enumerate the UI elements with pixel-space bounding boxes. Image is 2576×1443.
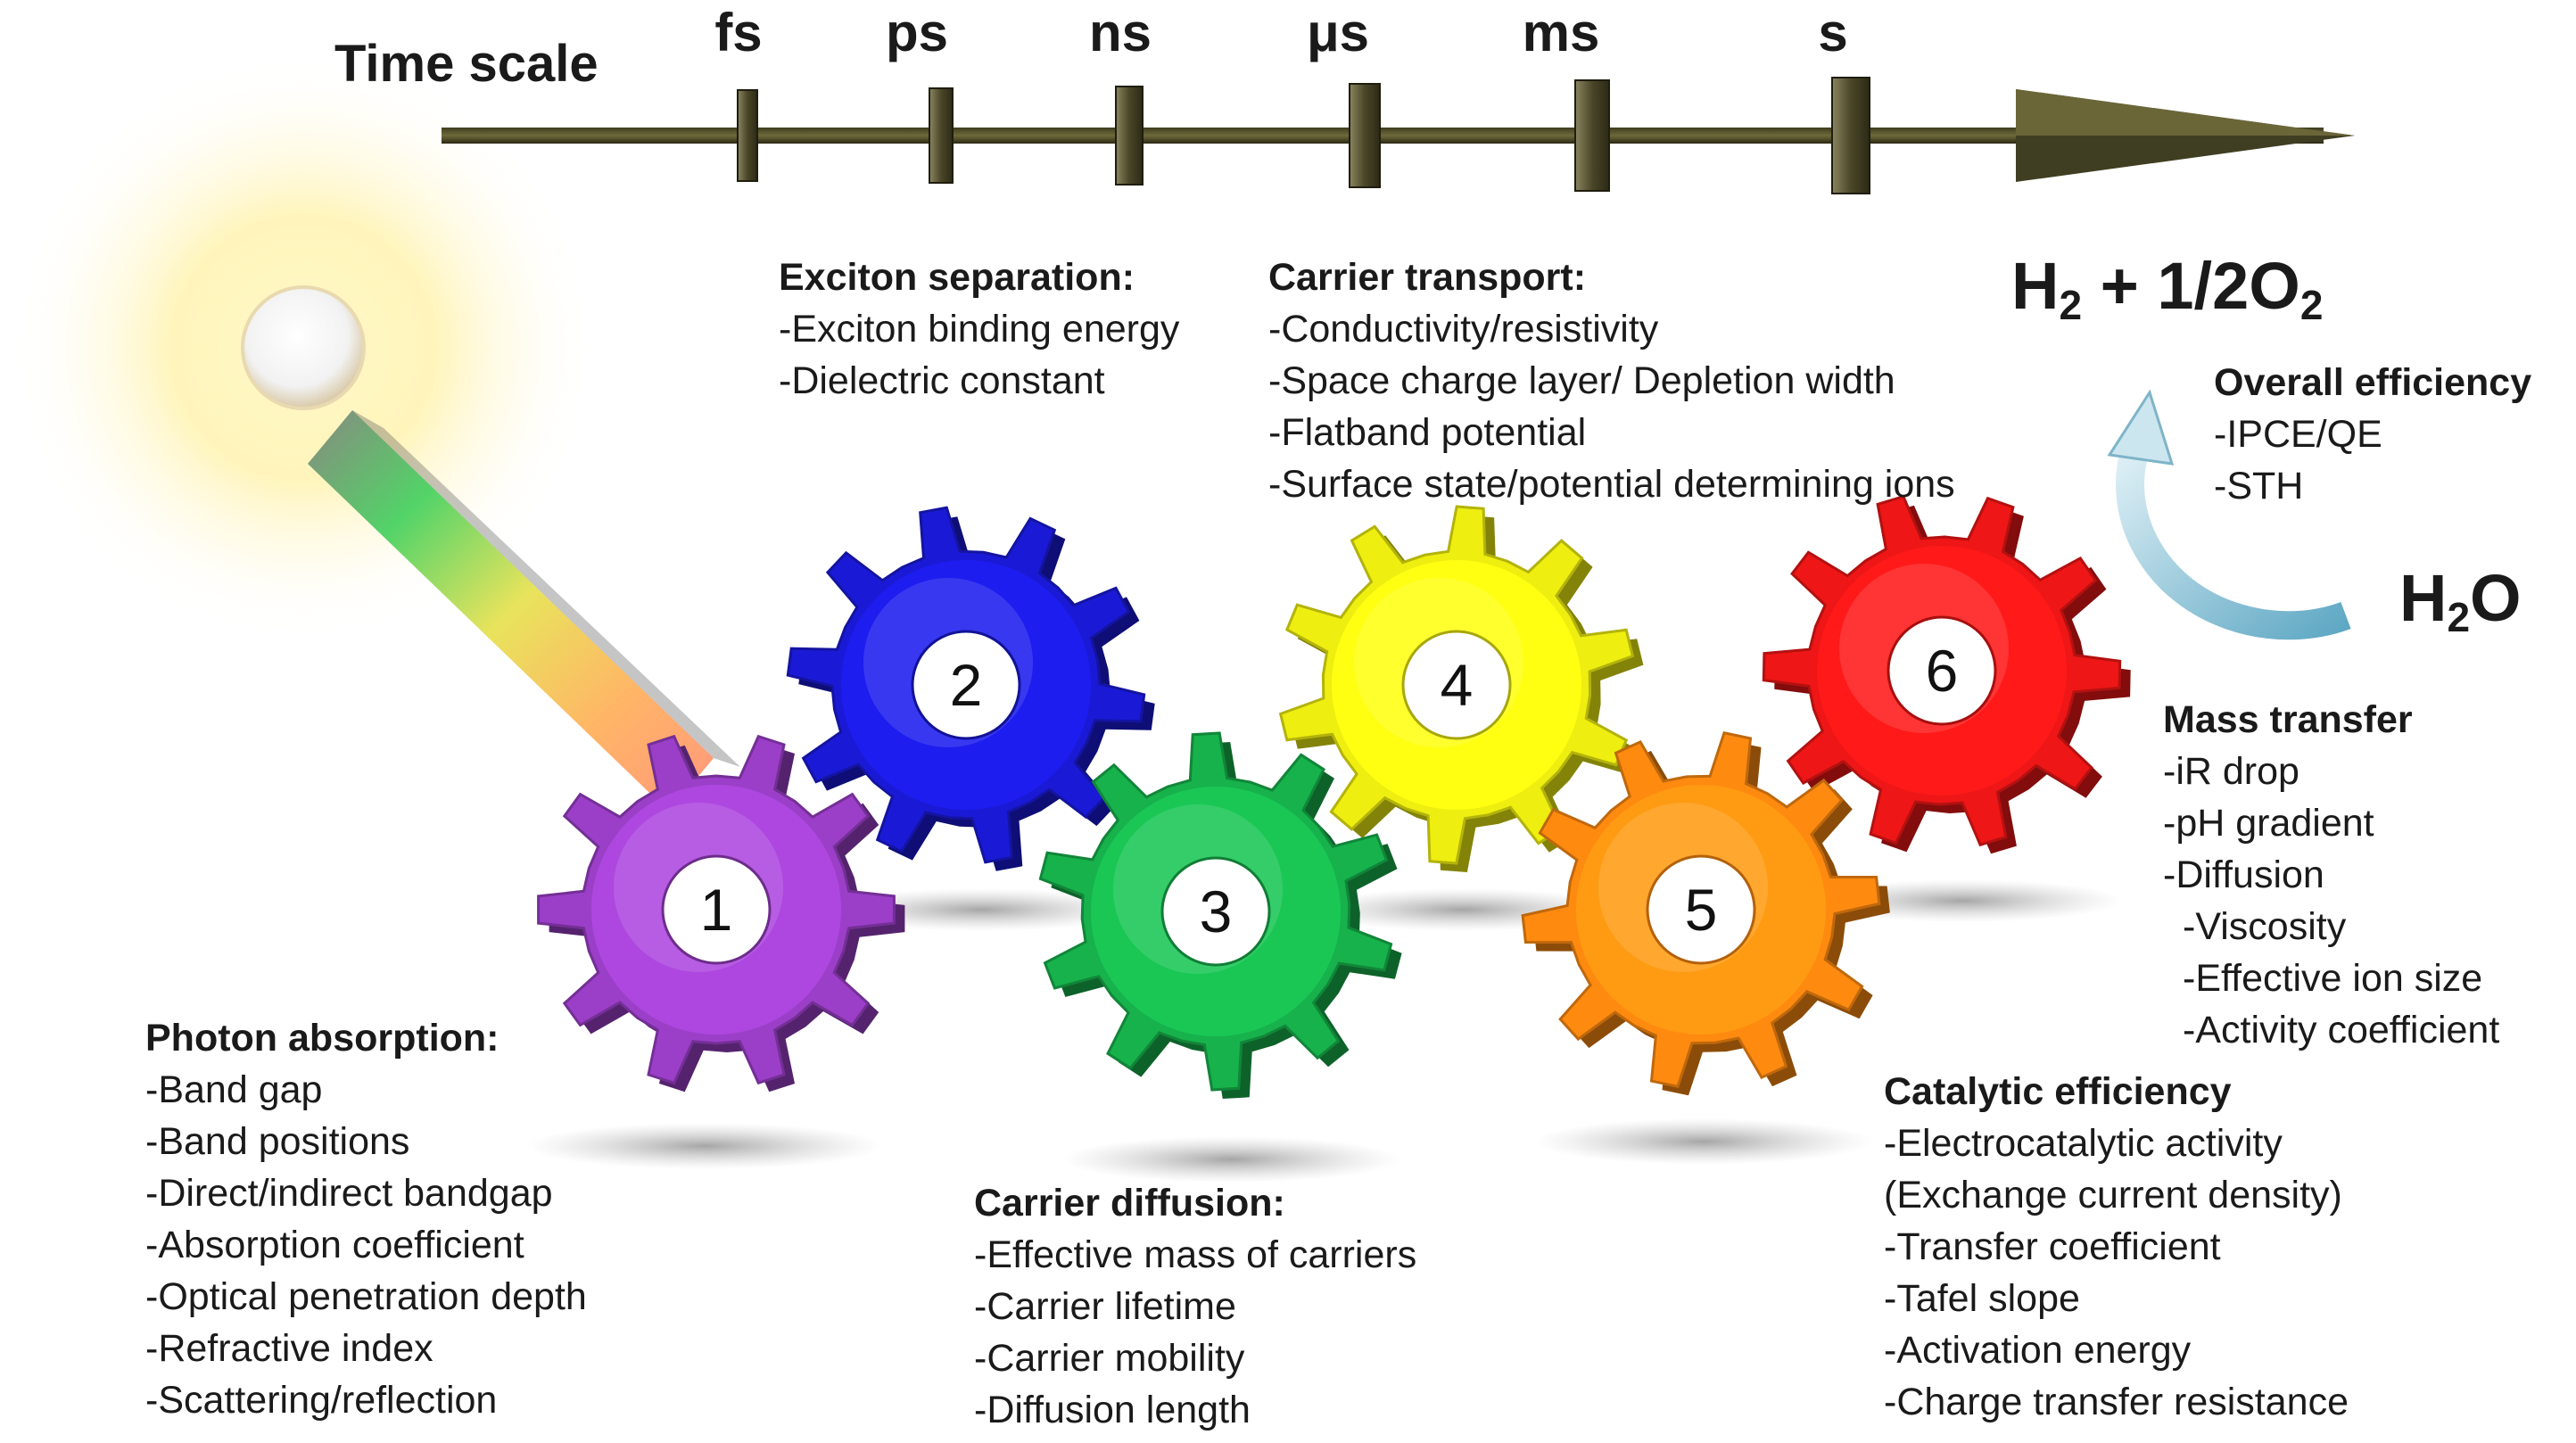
gear-number-4: 4 bbox=[1440, 652, 1474, 718]
gear-shadow bbox=[1534, 1118, 1873, 1165]
timescale-tick bbox=[737, 89, 758, 182]
gears-group bbox=[537, 494, 2131, 1099]
timescale-arrow bbox=[442, 89, 2355, 182]
mass-transfer-item: -iR drop bbox=[2163, 750, 2299, 793]
gear-3 bbox=[1038, 731, 1402, 1099]
timescale-tick bbox=[1115, 86, 1144, 186]
timescale-tick bbox=[929, 87, 954, 184]
carrier-diffusion-heading: Carrier diffusion: bbox=[974, 1182, 1285, 1224]
overall-efficiency-item: -STH bbox=[2214, 465, 2304, 507]
gear-number-3: 3 bbox=[1199, 878, 1233, 944]
mass-transfer-subitem: -Viscosity bbox=[2183, 905, 2347, 948]
carrier-diffusion-item: -Carrier mobility bbox=[974, 1337, 1245, 1380]
mass-transfer-subitem: -Effective ion size bbox=[2183, 957, 2483, 1000]
photon-absorption-item: -Optical penetration depth bbox=[145, 1275, 587, 1318]
photon-absorption-block: Photon absorption: -Band gap -Band posit… bbox=[145, 1012, 587, 1426]
carrier-diffusion-block: Carrier diffusion: -Effective mass of ca… bbox=[974, 1177, 1416, 1436]
gear-number-2: 2 bbox=[949, 652, 983, 718]
exciton-separation-block: Exciton separation: -Exciton binding ene… bbox=[779, 251, 1179, 407]
carrier-transport-item: -Flatband potential bbox=[1268, 411, 1587, 454]
gear-hub bbox=[661, 854, 772, 965]
mass-transfer-subitem: -Activity coefficient bbox=[2183, 1009, 2500, 1051]
exciton-separation-item: -Dielectric constant bbox=[779, 359, 1105, 402]
photon-absorption-heading: Photon absorption: bbox=[145, 1017, 500, 1060]
timescale-ticks bbox=[737, 77, 1870, 194]
mass-transfer-heading: Mass transfer bbox=[2163, 698, 2413, 741]
gear-hub bbox=[1646, 854, 1756, 965]
catalytic-efficiency-item: -Tafel slope bbox=[1884, 1277, 2080, 1320]
carrier-transport-item: -Conductivity/resistivity bbox=[1268, 308, 1659, 350]
gear-number-1: 1 bbox=[699, 877, 733, 943]
photon-absorption-item: -Absorption coefficient bbox=[145, 1224, 524, 1266]
gear-shadow bbox=[1061, 1136, 1400, 1183]
tick-label-us: μs bbox=[1306, 3, 1370, 62]
sun-icon bbox=[241, 285, 366, 410]
gear-number-5: 5 bbox=[1684, 877, 1718, 943]
products-h-sub: 2 bbox=[2059, 282, 2083, 328]
gear-number-6: 6 bbox=[1925, 638, 1959, 704]
tick-label-s: s bbox=[1818, 3, 1848, 62]
gear-hub bbox=[1887, 615, 1997, 726]
carrier-diffusion-item: -Effective mass of carriers bbox=[974, 1233, 1417, 1276]
catalytic-efficiency-item: -Activation energy bbox=[1884, 1329, 2192, 1372]
reactant-h: H bbox=[2399, 561, 2448, 635]
exciton-separation-item: -Exciton binding energy bbox=[779, 308, 1180, 350]
timescale-tick bbox=[1831, 77, 1870, 194]
overall-efficiency-item: -IPCE/QE bbox=[2214, 413, 2382, 456]
timescale-tick bbox=[1574, 79, 1610, 192]
cycle-arrow-icon bbox=[2107, 389, 2351, 640]
products-h: H bbox=[2011, 249, 2060, 323]
tick-label-ms: ms bbox=[1522, 3, 1600, 62]
gear-hub bbox=[911, 630, 1021, 740]
tick-label-ns: ns bbox=[1088, 3, 1152, 62]
catalytic-efficiency-item: -Transfer coefficient bbox=[1884, 1225, 2221, 1268]
catalytic-efficiency-block: Catalytic efficiency -Electrocatalytic a… bbox=[1884, 1066, 2349, 1428]
gear-4 bbox=[1278, 505, 1644, 872]
photon-absorption-item: -Direct/indirect bandgap bbox=[145, 1172, 553, 1215]
catalytic-efficiency-item: -Electrocatalytic activity bbox=[1884, 1122, 2283, 1165]
catalytic-efficiency-item: (Exchange current density) bbox=[1884, 1174, 2342, 1216]
carrier-diffusion-item: -Carrier lifetime bbox=[974, 1285, 1236, 1328]
gear-shadow bbox=[526, 1123, 883, 1169]
overall-efficiency-heading: Overall efficiency bbox=[2214, 361, 2532, 404]
gear-5 bbox=[1521, 730, 1890, 1096]
photon-absorption-item: -Band positions bbox=[145, 1120, 410, 1163]
photon-absorption-item: -Refractive index bbox=[145, 1327, 433, 1370]
carrier-transport-item: -Surface state/potential determining ion… bbox=[1268, 463, 1955, 506]
tick-label-fs: fs bbox=[714, 3, 763, 62]
mass-transfer-item: -Diffusion bbox=[2163, 853, 2324, 896]
carrier-transport-heading: Carrier transport: bbox=[1268, 256, 1587, 299]
light-beam-icon bbox=[308, 410, 740, 812]
carrier-transport-block: Carrier transport: -Conductivity/resisti… bbox=[1268, 251, 1955, 510]
timescale-tick bbox=[1349, 83, 1381, 188]
gear-6 bbox=[1762, 494, 2131, 854]
exciton-separation-heading: Exciton separation: bbox=[779, 256, 1135, 299]
mass-transfer-block: Mass transfer -iR drop -pH gradient -Dif… bbox=[2163, 694, 2499, 1056]
catalytic-efficiency-heading: Catalytic efficiency bbox=[1884, 1070, 2232, 1113]
reactant-h-sub: 2 bbox=[2447, 594, 2471, 640]
overall-efficiency-block: Overall efficiency -IPCE/QE -STH bbox=[2214, 357, 2531, 512]
gear-2 bbox=[786, 506, 1155, 871]
photon-absorption-item: -Band gap bbox=[145, 1068, 323, 1111]
mass-transfer-item: -pH gradient bbox=[2163, 802, 2374, 845]
catalytic-efficiency-item: -Charge transfer resistance bbox=[1884, 1381, 2349, 1423]
gear-1 bbox=[537, 734, 905, 1093]
carrier-transport-item: -Space charge layer/ Depletion width bbox=[1268, 359, 1895, 402]
photon-absorption-item: -Scattering/reflection bbox=[145, 1379, 498, 1422]
products-formula: H2 + 1/2O2 bbox=[2011, 248, 2323, 329]
reactant-o: O bbox=[2470, 561, 2522, 635]
reactant-formula: H2O bbox=[2399, 560, 2522, 641]
gear-hub bbox=[1401, 630, 1512, 740]
carrier-diffusion-item: -Diffusion length bbox=[974, 1389, 1251, 1431]
timescale-title: Time scale bbox=[334, 35, 599, 93]
products-o-sub: 2 bbox=[2299, 282, 2324, 328]
tick-label-ps: ps bbox=[885, 3, 949, 62]
products-rest: + 1/2O bbox=[2082, 249, 2300, 323]
gear-hub bbox=[1160, 856, 1271, 967]
